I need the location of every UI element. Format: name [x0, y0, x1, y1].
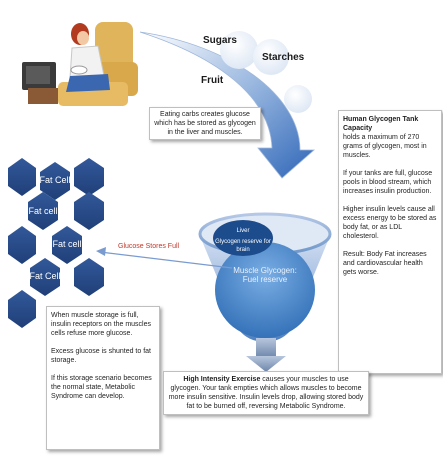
- storage-paragraph-2: Excess glucose is shunted to fat storage…: [51, 348, 151, 364]
- fat-cell-cluster: [8, 158, 104, 328]
- exercise-bold-text: High Intensity Exercise: [183, 376, 261, 383]
- down-arrow-head: [246, 356, 286, 372]
- person-watching-tv-illustration: [22, 22, 138, 106]
- capacity-paragraph-4: Result: Body Fat increases and cardiovas…: [343, 251, 427, 276]
- storage-paragraph-3: If this storage scenario becomes the nor…: [51, 375, 152, 400]
- overflow-arrowhead: [96, 247, 106, 256]
- muscle-reservoir: [215, 242, 315, 338]
- starches-label: Starches: [262, 52, 305, 63]
- bowl: [70, 65, 88, 75]
- face: [77, 31, 89, 45]
- storage-paragraph-1: When muscle storage is full, insulin rec…: [51, 312, 151, 337]
- overflow-connector: [99, 251, 233, 269]
- glycogen-capacity-panel: Human Glycogen Tank Capacity holds a max…: [338, 110, 442, 374]
- fat-cell-hex-labeled-1: [40, 162, 70, 200]
- legs: [66, 74, 110, 92]
- muscle-storage-panel: When muscle storage is full, insulin rec…: [46, 306, 160, 450]
- exercise-body-text: causes your muscles to use glycogen. You…: [168, 376, 364, 410]
- capacity-paragraph-1: holds a maximum of 270 grams of glycogen…: [343, 134, 427, 159]
- starches-bubble: [253, 39, 289, 75]
- exercise-callout: High Intensity Exercise causes your musc…: [163, 371, 369, 415]
- eating-carbs-callout: Eating carbs creates glucose which has b…: [149, 107, 261, 140]
- fat-cell-label-2: Fat cell: [28, 206, 58, 216]
- fruit-label: Fruit: [201, 75, 224, 86]
- fat-cell-label-4: Fat Cell: [29, 271, 61, 281]
- eating-carbs-text: Eating carbs creates glucose which has b…: [154, 111, 256, 136]
- capacity-title: Human Glycogen Tank Capacity: [343, 116, 419, 132]
- fat-cell-hex-labeled-2: [28, 192, 58, 230]
- fat-cell-hex: [74, 258, 104, 296]
- fat-cell-hex: [8, 290, 36, 328]
- muscle-label: Muscle Glycogen: Fuel reserve: [233, 266, 297, 284]
- fruit-bubble-small: [284, 85, 312, 113]
- down-arrow-shaft: [256, 338, 276, 358]
- fat-cell-hex: [8, 158, 36, 196]
- fat-cell-hex-labeled-4: [30, 258, 60, 296]
- liver-title: Liver: [236, 228, 250, 234]
- sugars-bubble: [220, 31, 258, 69]
- tv-stand: [28, 88, 58, 104]
- fat-cell-hex: [8, 226, 36, 264]
- fat-cell-label-1: Fat Cell: [39, 175, 71, 185]
- capacity-paragraph-2: If your tanks are full, glucose pools in…: [343, 170, 433, 195]
- liver-reservoir: [213, 220, 273, 256]
- liver-label-group: Liver Glycogen reserve for brain: [212, 227, 274, 254]
- glucose-stores-full-label: Glucose Stores Full: [118, 243, 180, 250]
- liver-subtitle: Glycogen reserve for brain: [215, 239, 271, 253]
- capacity-paragraph-3: Higher insulin levels cause all excess e…: [343, 206, 437, 240]
- fat-cell-hex-labeled-3: [52, 226, 82, 264]
- fat-cell-hex: [74, 192, 104, 230]
- fat-cell-hex: [74, 158, 104, 196]
- fat-cell-label-3: Fat cell: [52, 239, 82, 249]
- tv-screen: [26, 66, 50, 84]
- sugars-label: Sugars: [203, 35, 237, 46]
- glycogen-funnel: [198, 212, 332, 372]
